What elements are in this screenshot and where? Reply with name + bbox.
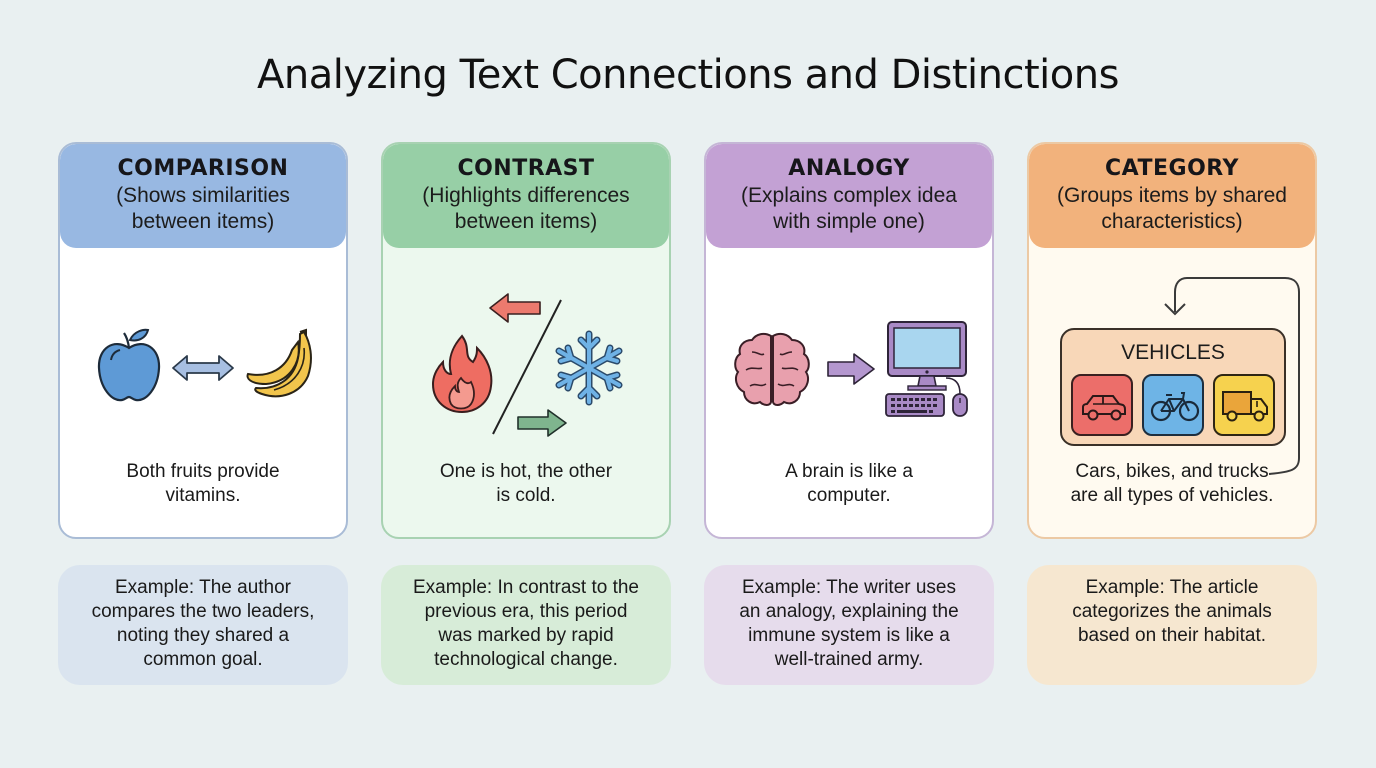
brain-icon (734, 332, 810, 406)
card-description: (Highlights differences between items) (422, 184, 630, 233)
category-body: VEHICLES (1029, 248, 1315, 537)
category-example: Example: The article categorizes the ani… (1027, 565, 1317, 685)
right-arrow-icon (517, 409, 567, 437)
card-title: COMPARISON (117, 156, 289, 181)
comparison-card: COMPARISON (Shows similarities between i… (58, 142, 348, 539)
vehicles-group: VEHICLES (1060, 328, 1286, 446)
analogy-header: ANALOGY (Explains complex idea with simp… (706, 144, 992, 248)
card-description: (Groups items by shared characteristics) (1057, 184, 1287, 233)
card-title: CONTRAST (457, 156, 595, 181)
banana-icon (246, 328, 312, 398)
truck-tile (1213, 374, 1275, 436)
truck-icon (1222, 391, 1268, 422)
contrast-body: One is hot, the other is cold. (383, 248, 669, 537)
computer-icon (885, 321, 968, 417)
bicycle-icon (1150, 392, 1200, 422)
analogy-card: ANALOGY (Explains complex idea with simp… (704, 142, 994, 539)
car-icon (1082, 395, 1126, 421)
car-tile (1071, 374, 1133, 436)
comparison-body: Both fruits provide vitamins. (60, 248, 346, 537)
contrast-example: Example: In contrast to the previous era… (381, 565, 671, 685)
comparison-example: Example: The author compares the two lea… (58, 565, 348, 685)
snowflake-icon (555, 330, 623, 406)
right-arrow-icon (827, 353, 875, 385)
contrast-card: CONTRAST (Highlights differences between… (381, 142, 671, 539)
category-caption: Cars, bikes, and trucks are all types of… (1070, 461, 1274, 506)
apple-icon (97, 328, 161, 402)
analogy-example: Example: The writer uses an analogy, exp… (704, 565, 994, 685)
card-description: (Shows similarities between items) (116, 184, 290, 233)
card-title: CATEGORY (1105, 156, 1239, 181)
category-header: CATEGORY (Groups items by shared charact… (1029, 144, 1315, 248)
fire-icon (431, 334, 493, 414)
analogy-caption: A brain is like a computer. (785, 461, 913, 506)
group-label: VEHICLES (1121, 341, 1225, 364)
contrast-header: CONTRAST (Highlights differences between… (383, 144, 669, 248)
category-card: CATEGORY (Groups items by shared charact… (1027, 142, 1317, 539)
analogy-body: A brain is like a computer. (706, 248, 992, 537)
loop-arrow-icon (1164, 277, 1300, 475)
comparison-header: COMPARISON (Shows similarities between i… (60, 144, 346, 248)
comparison-caption: Both fruits provide vitamins. (126, 461, 280, 506)
card-description: (Explains complex idea with simple one) (741, 184, 957, 233)
bike-tile (1142, 374, 1204, 436)
double-arrow-icon (172, 355, 234, 381)
contrast-caption: One is hot, the other is cold. (439, 461, 613, 506)
divider-slash (492, 299, 562, 435)
card-title: ANALOGY (788, 156, 910, 181)
page-title: Analyzing Text Connections and Distincti… (257, 52, 1119, 98)
left-arrow-icon (489, 293, 541, 323)
